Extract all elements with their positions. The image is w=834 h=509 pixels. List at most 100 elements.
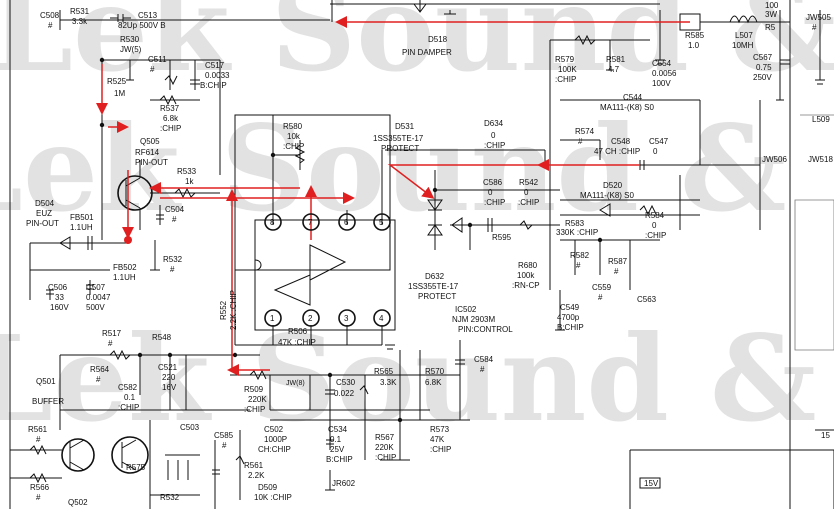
label-d531-p: 1SS355TE-17 [373, 134, 424, 143]
label-d634-v1: 0 [491, 131, 496, 140]
label-r552-val: 2.2K :CHIP [229, 290, 238, 330]
label-r561b-val: 2.2K [248, 471, 265, 480]
label-r583: R583 [565, 219, 585, 228]
label-r567-v1: 220K [375, 443, 394, 452]
label-r531-val: 3.3k [72, 17, 88, 26]
label-c511: C511 [148, 55, 167, 64]
label-d632: D632 [425, 272, 445, 281]
label-r531: R531 [70, 7, 90, 16]
label-c507-v1: 0.0047 [86, 293, 111, 302]
label-r5-v2: 3W [765, 10, 777, 19]
label-d509-val: 10K :CHIP [254, 493, 292, 502]
label-jw506: JW506 [762, 155, 787, 164]
label-d634: D634 [484, 119, 504, 128]
label-fb502: FB502 [113, 263, 137, 272]
label-r542-v2: :CHIP [518, 198, 539, 207]
label-c508-val: # [48, 21, 53, 30]
label-r580-v2: :CHIP [283, 142, 304, 151]
label-c507-v2: 500V [86, 303, 105, 312]
label-r567-v2: :CHIP [375, 453, 396, 462]
label-c563: C563 [637, 295, 657, 304]
label-c582-v2: :CHIP [118, 403, 139, 412]
label-r584-v1: 0 [652, 221, 657, 230]
label-q501-n: BUFFER [32, 397, 64, 406]
ic-pin-8: 8 [270, 218, 275, 227]
label-c513: C513 [138, 11, 158, 20]
label-d520-p: MA111-(K8) S0 [580, 191, 634, 200]
label-c511-val: # [150, 65, 155, 74]
label-r579: R579 [555, 55, 575, 64]
label-r574-val: # [578, 137, 583, 146]
ic-pin-7: 7 [308, 218, 313, 227]
label-d504: D504 [35, 199, 55, 208]
label-d632-p: 1SS355TE-17 [408, 282, 459, 291]
label-15: 15 [821, 431, 830, 440]
label-r579-v2: :CHIP [555, 75, 576, 84]
label-r542: R542 [519, 178, 539, 187]
label-r532b: R532 [160, 493, 180, 502]
label-c504: C504 [165, 205, 185, 214]
label-c554: C554 [652, 59, 672, 68]
label-c582-v1: 0.1 [124, 393, 136, 402]
label-d509: D509 [258, 483, 278, 492]
label-r564-val: # [96, 375, 101, 384]
label-r583-val: 330K :CHIP [556, 228, 598, 237]
label-r587: R587 [608, 257, 628, 266]
label-d504-p: EUZ [36, 209, 52, 218]
label-c521: C521 [158, 363, 178, 372]
label-c567-v2: 250V [753, 73, 772, 82]
label-r580: R580 [283, 122, 303, 131]
label-r537-v2: :CHIP [160, 124, 181, 133]
label-r525-val: 1M [114, 89, 125, 98]
label-c567: C567 [753, 53, 773, 62]
label-c585-val: # [222, 441, 227, 450]
label-r506: R506 [288, 327, 308, 336]
label-r565: R565 [374, 367, 394, 376]
label-l507-val: 10MH [732, 41, 754, 50]
label-c534-v1: 0.1 [330, 435, 342, 444]
label-r552: R552 [219, 300, 228, 320]
label-d531-n: PROTECT [381, 144, 419, 153]
label-r5-v1: 100 [765, 1, 779, 10]
label-r570: R570 [425, 367, 445, 376]
label-c506-v1: 33 [55, 293, 64, 302]
label-r530: R530 [120, 35, 140, 44]
label-r587-val: # [614, 267, 619, 276]
label-l507: L507 [735, 31, 753, 40]
label-c567-v1: 0.75 [756, 63, 772, 72]
label-fb502-val: 1.1UH [113, 273, 136, 282]
label-d504-n: PIN-OUT [26, 219, 59, 228]
label-r574: R574 [575, 127, 595, 136]
label-c521-v1: 220 [162, 373, 176, 382]
label-r509-v2: :CHIP [244, 405, 265, 414]
watermark: Lek Sound & Lek Sound & Lek Sound & [0, 0, 834, 448]
label-l509: L509 [812, 115, 830, 124]
label-c548-val: 47 CH :CHIP [594, 147, 640, 156]
label-r579-v1: 100K [558, 65, 577, 74]
label-c585: C585 [214, 431, 234, 440]
label-c502: C502 [264, 425, 284, 434]
label-r581: R581 [606, 55, 626, 64]
label-jw518: JW518 [808, 155, 833, 164]
label-r537-v1: 6.8k [163, 114, 179, 123]
label-c506-v2: 160V [50, 303, 69, 312]
label-r581-val: 4.7 [608, 65, 620, 74]
ic-pin-1: 1 [270, 314, 275, 323]
label-d632-n: PROTECT [418, 292, 456, 301]
label-q502: Q502 [68, 498, 88, 507]
label-c554-v2: 100V [652, 79, 671, 88]
label-r575: R575 [126, 463, 146, 472]
label-q501: Q501 [36, 377, 56, 386]
label-r564: R564 [90, 365, 110, 374]
label-r5: R5 [765, 23, 776, 32]
label-c502-v1: 1000P [264, 435, 287, 444]
label-r561b: R561 [244, 461, 264, 470]
label-r525: R525 [107, 77, 127, 86]
label-d531: D531 [395, 122, 415, 131]
label-c503: C503 [180, 423, 200, 432]
label-d518: D518 [428, 35, 448, 44]
label-c517: C517 [205, 61, 225, 70]
label-r533: R533 [177, 167, 197, 176]
label-c554-v1: 0.0056 [652, 69, 677, 78]
